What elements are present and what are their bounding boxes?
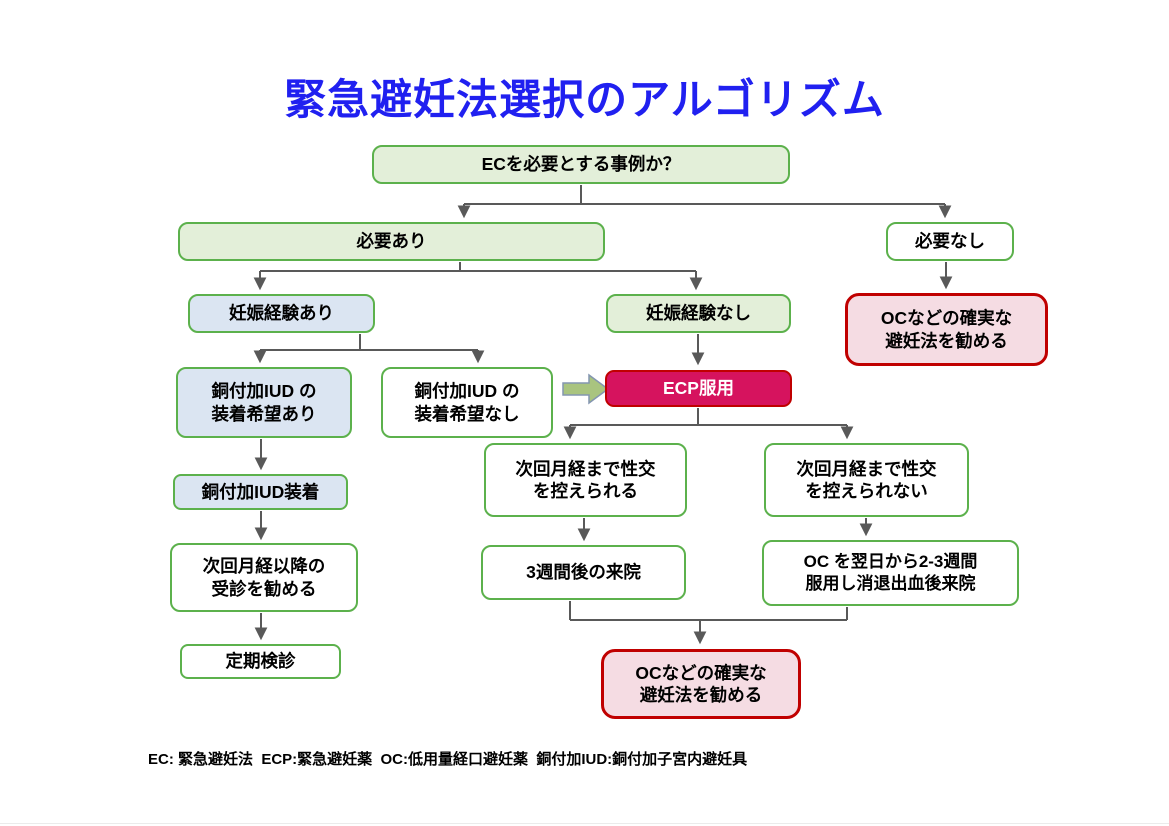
node-label: OCなどの確実な — [880, 308, 1013, 329]
node-oc-2-3weeks: OC を翌日から2-3週間 服用し消退出血後来院 — [762, 540, 1019, 606]
connector-lines — [253, 185, 953, 645]
node-oc-recommendation-bottom: OCなどの確実な 避妊法を勧める — [601, 649, 801, 719]
node-label: ECを必要とする事例か？ — [481, 154, 681, 175]
node-pregnancy-not-experienced: 妊娠経験なし — [606, 294, 791, 333]
node-need-yes: 必要あり — [178, 222, 605, 261]
node-label: 定期検診 — [225, 651, 296, 672]
node-iud-wish-yes: 銅付加IUD の 装着希望あり — [176, 367, 352, 438]
node-periodic-checkup: 定期検診 — [180, 644, 341, 679]
block-arrow-icon — [562, 373, 610, 405]
node-label: 必要なし — [915, 231, 985, 252]
node-iud-insertion: 銅付加IUD装着 — [173, 474, 348, 510]
node-oc-recommendation-right: OCなどの確実な 避妊法を勧める — [845, 293, 1048, 366]
node-label: 3週間後の来院 — [526, 562, 641, 583]
node-label: OC を翌日から2-3週間 — [803, 552, 978, 572]
node-label: ECP服用 — [663, 378, 734, 399]
node-label: 銅付加IUD装着 — [201, 481, 320, 502]
node-abstain-not-possible: 次回月経まで性交 を控えられない — [764, 443, 969, 517]
node-label: 必要あり — [356, 231, 427, 252]
node-label: 妊娠経験なし — [646, 303, 751, 324]
node-label: 銅付加IUD の — [211, 381, 317, 402]
node-ecp-intake: ECP服用 — [605, 370, 792, 407]
node-label: 服用し消退出血後来院 — [805, 574, 976, 593]
node-abstain-possible: 次回月経まで性交 を控えられる — [484, 443, 687, 517]
node-label: 受診を勧める — [211, 578, 317, 599]
node-label: 次回月経以降の — [202, 556, 326, 577]
legend-text: EC: 緊急避妊法 ECP:緊急避妊薬 OC:低用量経口避妊薬 銅付加IUD:銅… — [148, 751, 748, 768]
node-label: 避妊法を勧める — [639, 685, 763, 705]
node-label: を控えられない — [805, 481, 928, 501]
page-title: 緊急避妊法選択のアルゴリズム — [284, 76, 885, 123]
node-ec-needed-question: ECを必要とする事例か？ — [372, 145, 790, 184]
node-label: 次回月経まで性交 — [515, 458, 656, 479]
node-label: 避妊法を勧める — [885, 330, 1008, 351]
node-need-no: 必要なし — [886, 222, 1014, 261]
node-iud-wish-no: 銅付加IUD の 装着希望なし — [381, 367, 553, 438]
node-label: OCなどの確実な — [635, 662, 767, 683]
node-label: を控えられる — [533, 481, 638, 501]
node-label: 装着希望あり — [211, 403, 317, 424]
node-next-menses-visit: 次回月経以降の 受診を勧める — [170, 543, 358, 612]
node-label: 銅付加IUD の — [414, 381, 520, 402]
node-3week-visit: 3週間後の来院 — [481, 545, 686, 600]
node-label: 次回月経まで性交 — [796, 458, 937, 479]
bottom-hairline — [0, 823, 1169, 824]
node-label: 装着希望なし — [414, 403, 520, 424]
node-label: 妊娠経験あり — [229, 303, 334, 324]
node-pregnancy-experienced: 妊娠経験あり — [188, 294, 375, 333]
